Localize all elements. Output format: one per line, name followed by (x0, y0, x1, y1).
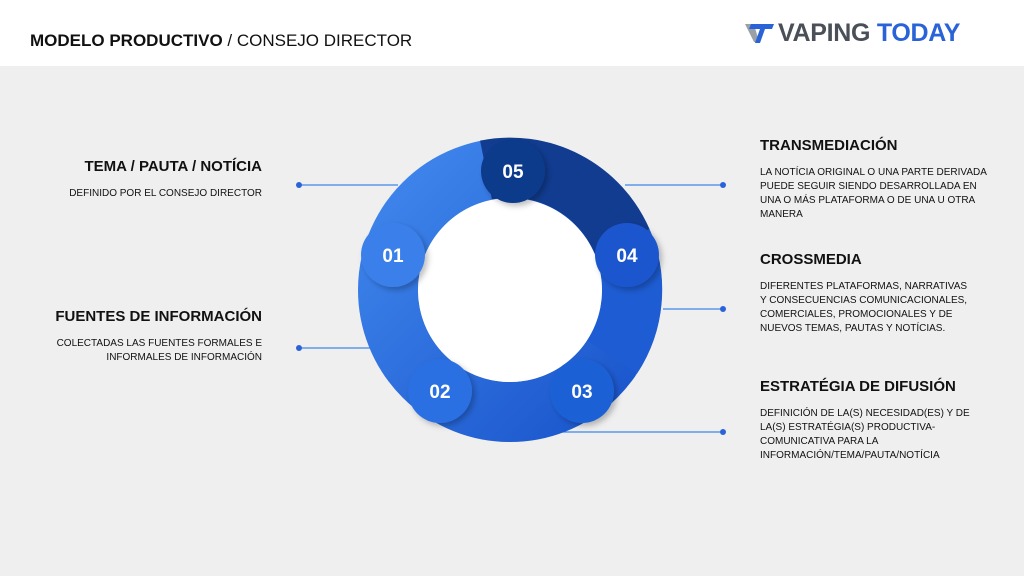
page-title-subtitle: / CONSEJO DIRECTOR (222, 31, 413, 50)
segment-bubble-01: 01 (361, 223, 425, 287)
connector-dot-02 (296, 345, 302, 351)
connector-dot-04 (720, 306, 726, 312)
label-block-03: ESTRATÉGIA DE DIFUSIÓN DEFINICIÓN DE LA(… (760, 378, 975, 463)
label-desc-02: COLECTADAS LAS FUENTES FORMALES E INFORM… (56, 338, 262, 363)
segment-number-02: 02 (429, 382, 450, 403)
logo-word-vaping: VAPING (778, 18, 871, 47)
label-title-05: TRANSMEDIACIÓN (760, 137, 898, 154)
segment-bubble-02: 02 (408, 359, 472, 423)
segment-bubble-03: 03 (550, 359, 614, 423)
label-desc-03: DEFINICIÓN DE LA(S) NECESIDAD(ES) Y DE L… (760, 408, 970, 461)
connector-dot-03 (720, 429, 726, 435)
connector-dot-05 (720, 182, 726, 188)
label-title-01: TEMA / PAUTA / NOTÍCIA (84, 158, 263, 175)
connector-dot-01 (296, 182, 302, 188)
segment-number-04: 04 (616, 246, 638, 267)
segment-number-03: 03 (571, 382, 592, 403)
label-block-04: CROSSMEDIA DIFERENTES PLATAFORMAS, NARRA… (760, 251, 975, 336)
label-block-01: TEMA / PAUTA / NOTÍCIA DEFINIDO POR EL C… (22, 158, 262, 201)
segment-number-01: 01 (382, 246, 404, 267)
ring-inner-hole (418, 198, 602, 382)
label-title-02: FUENTES DE INFORMACIÓN (55, 308, 262, 325)
page-title-bold: MODELO PRODUCTIVO (30, 31, 223, 50)
label-desc-05: LA NOTÍCIA ORIGINAL O UNA PARTE DERIVADA… (760, 167, 987, 220)
label-desc-01: DEFINIDO POR EL CONSEJO DIRECTOR (69, 188, 262, 199)
label-block-05: TRANSMEDIACIÓN LA NOTÍCIA ORIGINAL O UNA… (760, 137, 990, 222)
label-desc-04: DIFERENTES PLATAFORMAS, NARRATIVAS Y CON… (760, 281, 968, 334)
vaping-today-logo: VAPING TODAY (745, 18, 960, 48)
logo-mark-icon (745, 24, 774, 43)
segment-bubble-04: 04 (595, 223, 659, 287)
header-bar: MODELO PRODUCTIVO / CONSEJO DIRECTOR VAP… (0, 0, 1024, 66)
label-title-04: CROSSMEDIA (760, 251, 862, 268)
segment-bubble-05: 05 (481, 139, 545, 203)
label-block-02: FUENTES DE INFORMACIÓN COLECTADAS LAS FU… (32, 308, 262, 365)
segment-number-05: 05 (502, 162, 524, 183)
logo-word-today: TODAY (876, 18, 961, 47)
page-title: MODELO PRODUCTIVO / CONSEJO DIRECTOR (30, 31, 412, 51)
label-title-03: ESTRATÉGIA DE DIFUSIÓN (760, 378, 956, 395)
